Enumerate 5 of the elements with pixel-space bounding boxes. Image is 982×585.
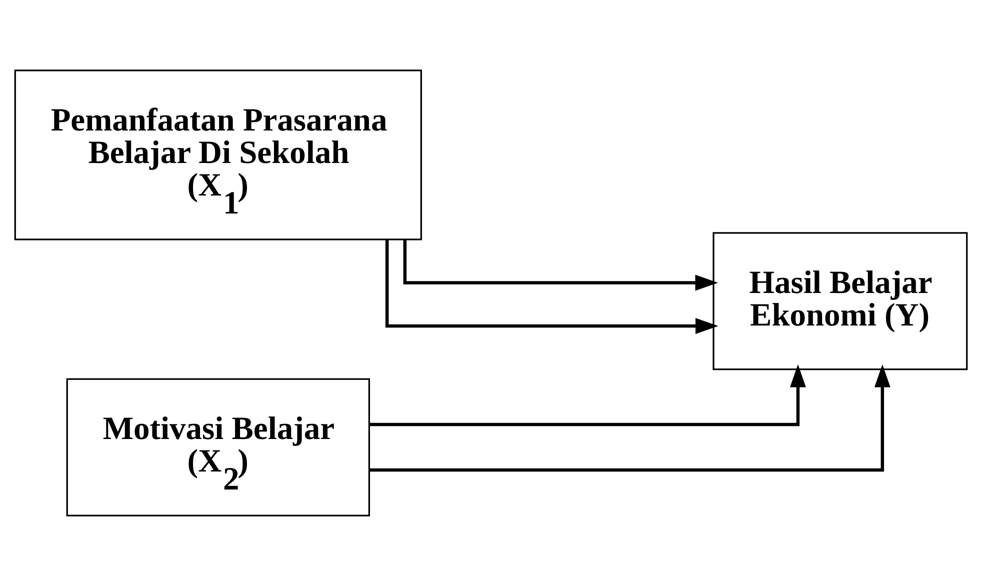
arrow bbox=[385, 238, 718, 334]
node-box: Hasil Belajar Ekonomi (Y) bbox=[712, 232, 968, 370]
arrow bbox=[369, 364, 890, 472]
arrow bbox=[403, 238, 718, 290]
arrow bbox=[370, 364, 806, 426]
